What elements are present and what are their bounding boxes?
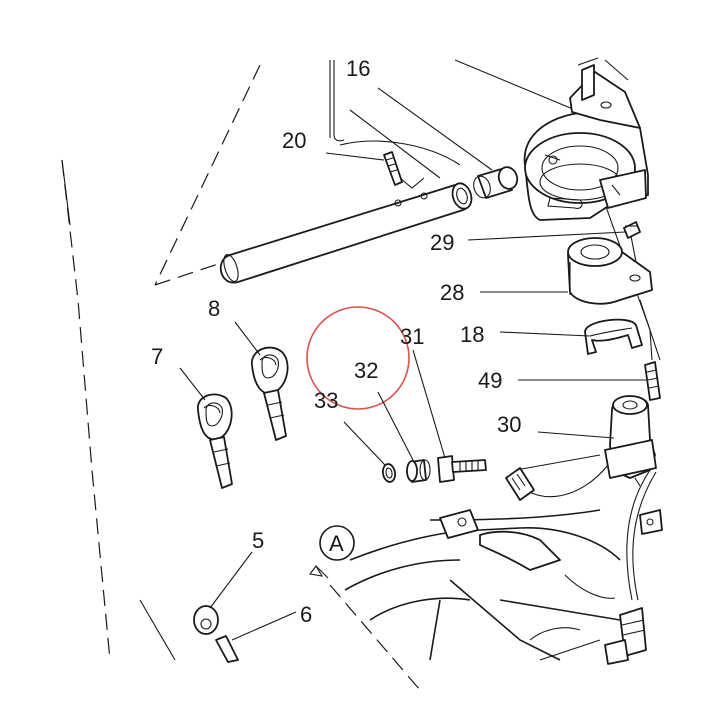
wire-connector	[505, 467, 535, 501]
frame-tubes	[344, 509, 663, 661]
bushing-32	[406, 459, 431, 483]
stud-6	[215, 635, 239, 663]
leader-lines	[179, 87, 646, 641]
ignition-switch	[519, 395, 657, 498]
cable-bracket	[329, 60, 345, 142]
bolt-31	[437, 455, 487, 483]
callout-33: 33	[314, 388, 338, 413]
wiring-loom	[604, 469, 657, 665]
callout-28: 28	[440, 280, 464, 305]
callout-29: 29	[430, 230, 454, 255]
callout-20: 20	[282, 128, 306, 153]
steering-shaft	[219, 182, 473, 284]
view-marker-circle	[319, 525, 355, 561]
callout-31: 31	[400, 324, 424, 349]
retaining-clip	[584, 318, 643, 355]
small-screw	[644, 361, 661, 401]
callout-30: 30	[497, 412, 521, 437]
bushing	[473, 166, 519, 199]
callout-7: 7	[151, 344, 163, 369]
callout-18: 18	[460, 322, 484, 347]
roll-pin	[383, 151, 425, 189]
screw	[623, 221, 641, 263]
view-marker-label: A	[329, 531, 344, 556]
washer-33	[381, 463, 397, 483]
callout-8: 8	[208, 296, 220, 321]
nut-5	[193, 605, 219, 635]
callout-49: 49	[478, 368, 502, 393]
callout-16: 16	[346, 56, 370, 81]
callout-labels: 16 20 29 28 8 31 18 7 32 33 49 30 5 6 A	[151, 56, 521, 627]
steering-clamp	[523, 57, 649, 221]
highlight-circle	[306, 306, 410, 410]
key-7	[197, 393, 233, 489]
lock-body	[567, 237, 653, 305]
callout-6: 6	[300, 602, 312, 627]
callout-5: 5	[252, 528, 264, 553]
callout-32: 32	[354, 358, 378, 383]
key-8	[251, 346, 289, 441]
